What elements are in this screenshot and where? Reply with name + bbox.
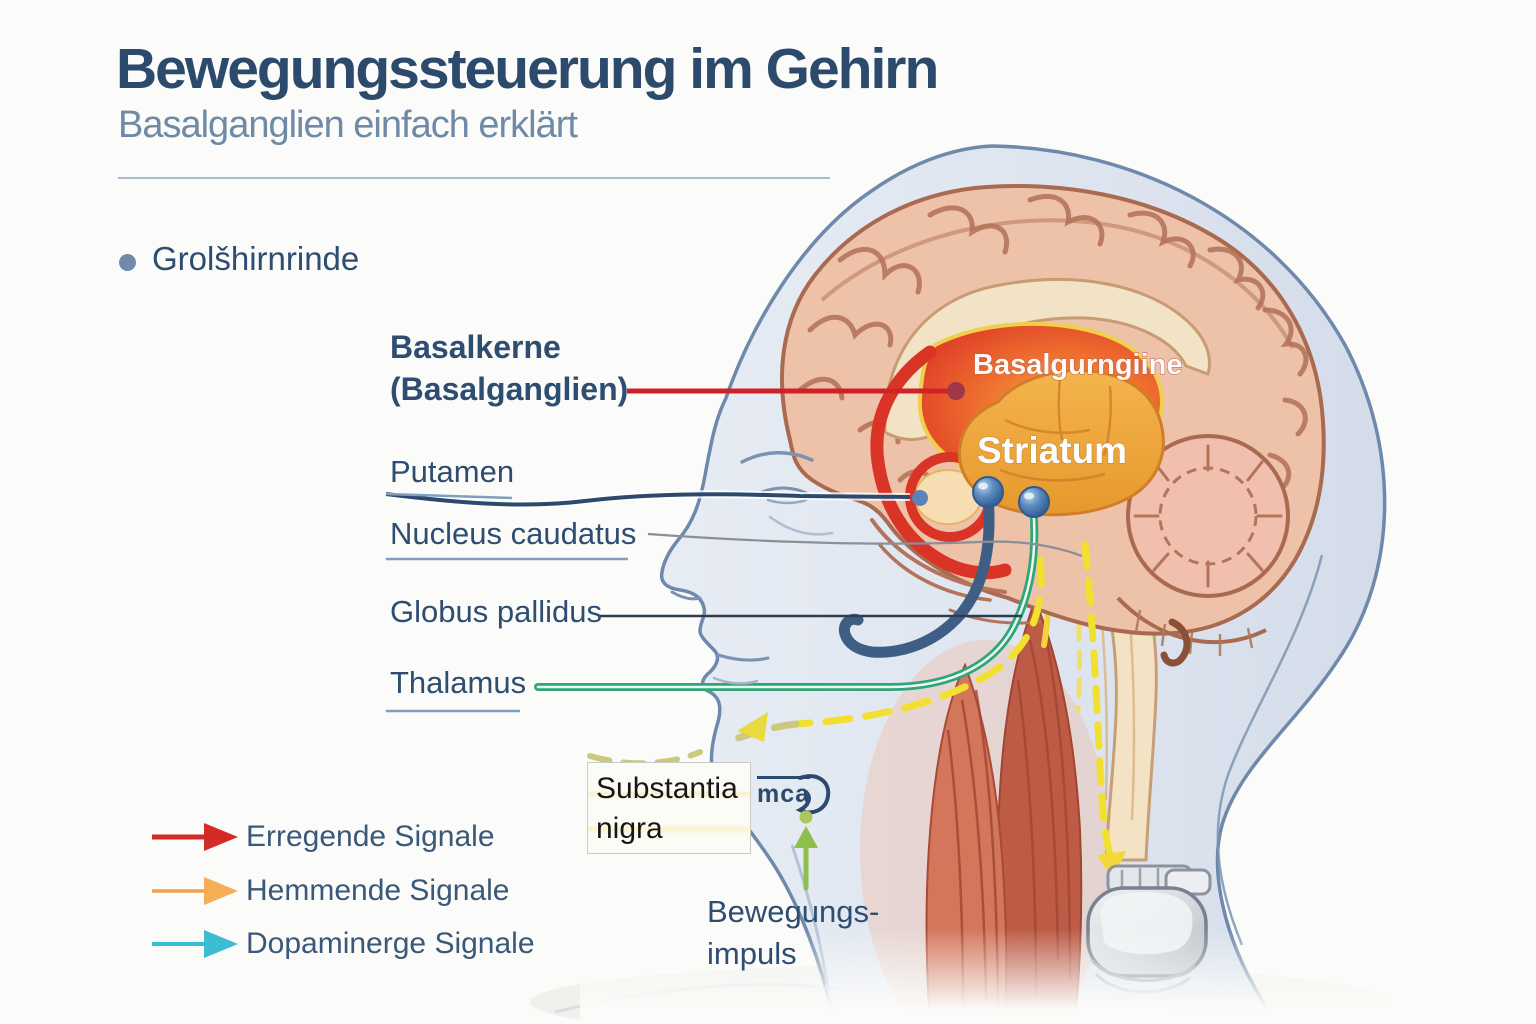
leader-basalkerne-dot (947, 382, 965, 400)
leader-lines (385, 382, 1083, 713)
pathway-curves (534, 491, 1039, 691)
brain-region-label: Basalgurngiine (973, 349, 1183, 381)
impulse-line2: impuls (707, 936, 797, 971)
arrowhead-device (1097, 851, 1126, 880)
legend-arrows (152, 823, 238, 958)
leader-putamen-dot (912, 490, 928, 506)
arrowhead-jaw (737, 712, 768, 742)
face-features (670, 451, 834, 685)
label-basalkerne: Basalkerne (Basalganglien) (390, 326, 628, 410)
label-basalkerne-line2: (Basalganglien) (390, 371, 629, 407)
bullet-dot (119, 254, 136, 271)
label-bewegungsimpuls: Bewegungs- impuls (707, 891, 879, 975)
leader-nucleus (647, 532, 1083, 558)
label-grosshirnrinde: Grolšhirnrinde (152, 240, 360, 277)
impulse-line1: Bewegungs- (707, 894, 880, 929)
substantia-line2: nigra (596, 812, 663, 845)
electrode-spheres (972, 476, 1050, 518)
label-thalamus: Thalamus (390, 665, 527, 700)
divider-line (118, 177, 830, 179)
movement-impulse-arrow (794, 810, 818, 891)
underline-putamen (385, 492, 513, 500)
cerebellum (1116, 434, 1290, 667)
striatum-label: Striatum (977, 430, 1127, 471)
label-putamen: Putamen (390, 454, 515, 489)
label-nucleus-caudatus: Nucleus caudatus (390, 516, 637, 551)
legend-item-dopaminergic: Dopaminerge Signale (246, 927, 535, 960)
label-basalkerne-line1: Basalkerne (390, 329, 561, 365)
page-title: Bewegungssteuerung im Gehirn (116, 37, 939, 101)
bottom-fade (580, 928, 1536, 1024)
inhibitory-signal-paths (587, 541, 1126, 880)
substantia-nigra-box: Substantia nigra (587, 762, 751, 854)
page-subtitle: Basalganglien einfach erklärt (118, 104, 578, 146)
label-globus-pallidus: Globus pallidus (390, 594, 602, 629)
legend-item-inhibitory: Hemmende Signale (246, 874, 510, 907)
leader-putamen (385, 492, 911, 507)
ear-label: mca (757, 776, 811, 809)
legend-item-excitatory: Erregende Signale (246, 820, 495, 853)
striatum-body (957, 368, 1165, 517)
ear-icon (795, 774, 831, 815)
substantia-line1: Substantia (596, 772, 738, 805)
